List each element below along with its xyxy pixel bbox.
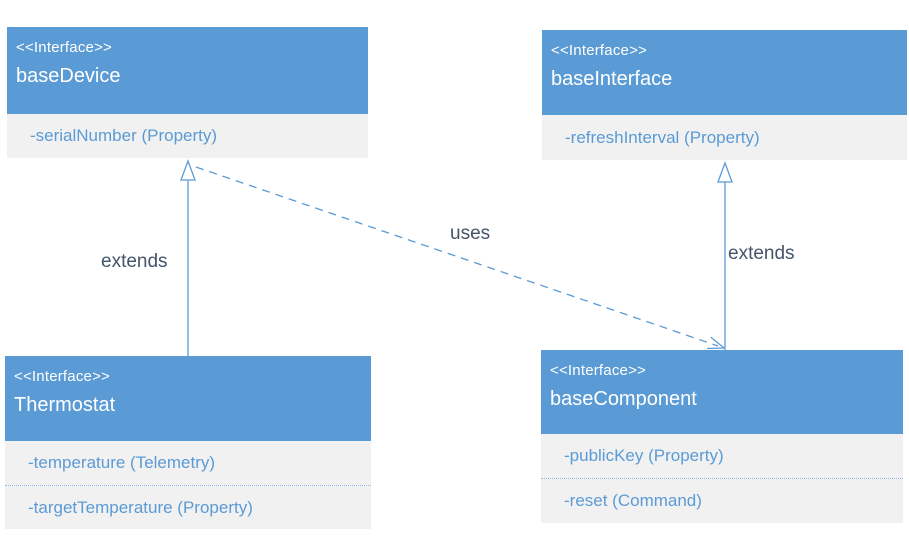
connector-extends-basecomponent-baseinterface[interactable] — [717, 161, 733, 350]
class-members: -temperature (Telemetry) -targetTemperat… — [5, 441, 371, 529]
dependency-dashed-line[interactable] — [195, 166, 719, 347]
class-box-basecomponent[interactable]: <<Interface>> baseComponent -publicKey (… — [541, 350, 903, 523]
class-header: <<Interface>> Thermostat — [5, 356, 371, 441]
connector-extends-thermostat-basedevice[interactable] — [180, 159, 196, 356]
class-members: -serialNumber (Property) — [7, 114, 368, 158]
class-name: baseComponent — [550, 388, 697, 410]
class-stereotype: <<Interface>> — [550, 362, 647, 379]
hollow-triangle-arrowhead-icon — [180, 159, 196, 181]
class-stereotype: <<Interface>> — [16, 39, 113, 56]
class-box-baseinterface[interactable]: <<Interface>> baseInterface -refreshInte… — [542, 30, 907, 160]
relationship-label-extends-right[interactable]: extends — [728, 243, 795, 264]
relationship-label-extends-left[interactable]: extends — [101, 251, 168, 272]
class-name: baseInterface — [551, 68, 673, 90]
class-name: Thermostat — [14, 394, 116, 416]
class-member: -serialNumber (Property) — [30, 126, 218, 145]
hollow-triangle-arrowhead-icon — [717, 161, 733, 183]
class-member: -reset (Command) — [541, 478, 903, 523]
class-header: <<Interface>> baseDevice — [7, 27, 368, 114]
class-member: -publicKey (Property) — [564, 446, 724, 465]
class-member: -refreshInterval (Property) — [565, 127, 760, 147]
class-stereotype: <<Interface>> — [551, 42, 648, 59]
class-box-basedevice[interactable]: <<Interface>> baseDevice -serialNumber (… — [7, 27, 368, 158]
relationship-label-uses[interactable]: uses — [450, 223, 491, 244]
class-name: baseDevice — [16, 65, 121, 87]
class-members: -refreshInterval (Property) — [542, 115, 907, 160]
class-member: -temperature (Telemetry) — [28, 453, 216, 472]
class-header: <<Interface>> baseComponent — [541, 350, 903, 434]
class-header: <<Interface>> baseInterface — [542, 30, 907, 115]
connector-uses-basedevice-basecomponent[interactable] — [195, 166, 726, 350]
class-members: -publicKey (Property) -reset (Command) — [541, 434, 903, 523]
class-stereotype: <<Interface>> — [14, 368, 111, 385]
open-arrowhead-icon — [706, 336, 726, 350]
class-member: -targetTemperature (Property) — [5, 485, 371, 529]
class-box-thermostat[interactable]: <<Interface>> Thermostat -temperature (T… — [5, 356, 371, 529]
